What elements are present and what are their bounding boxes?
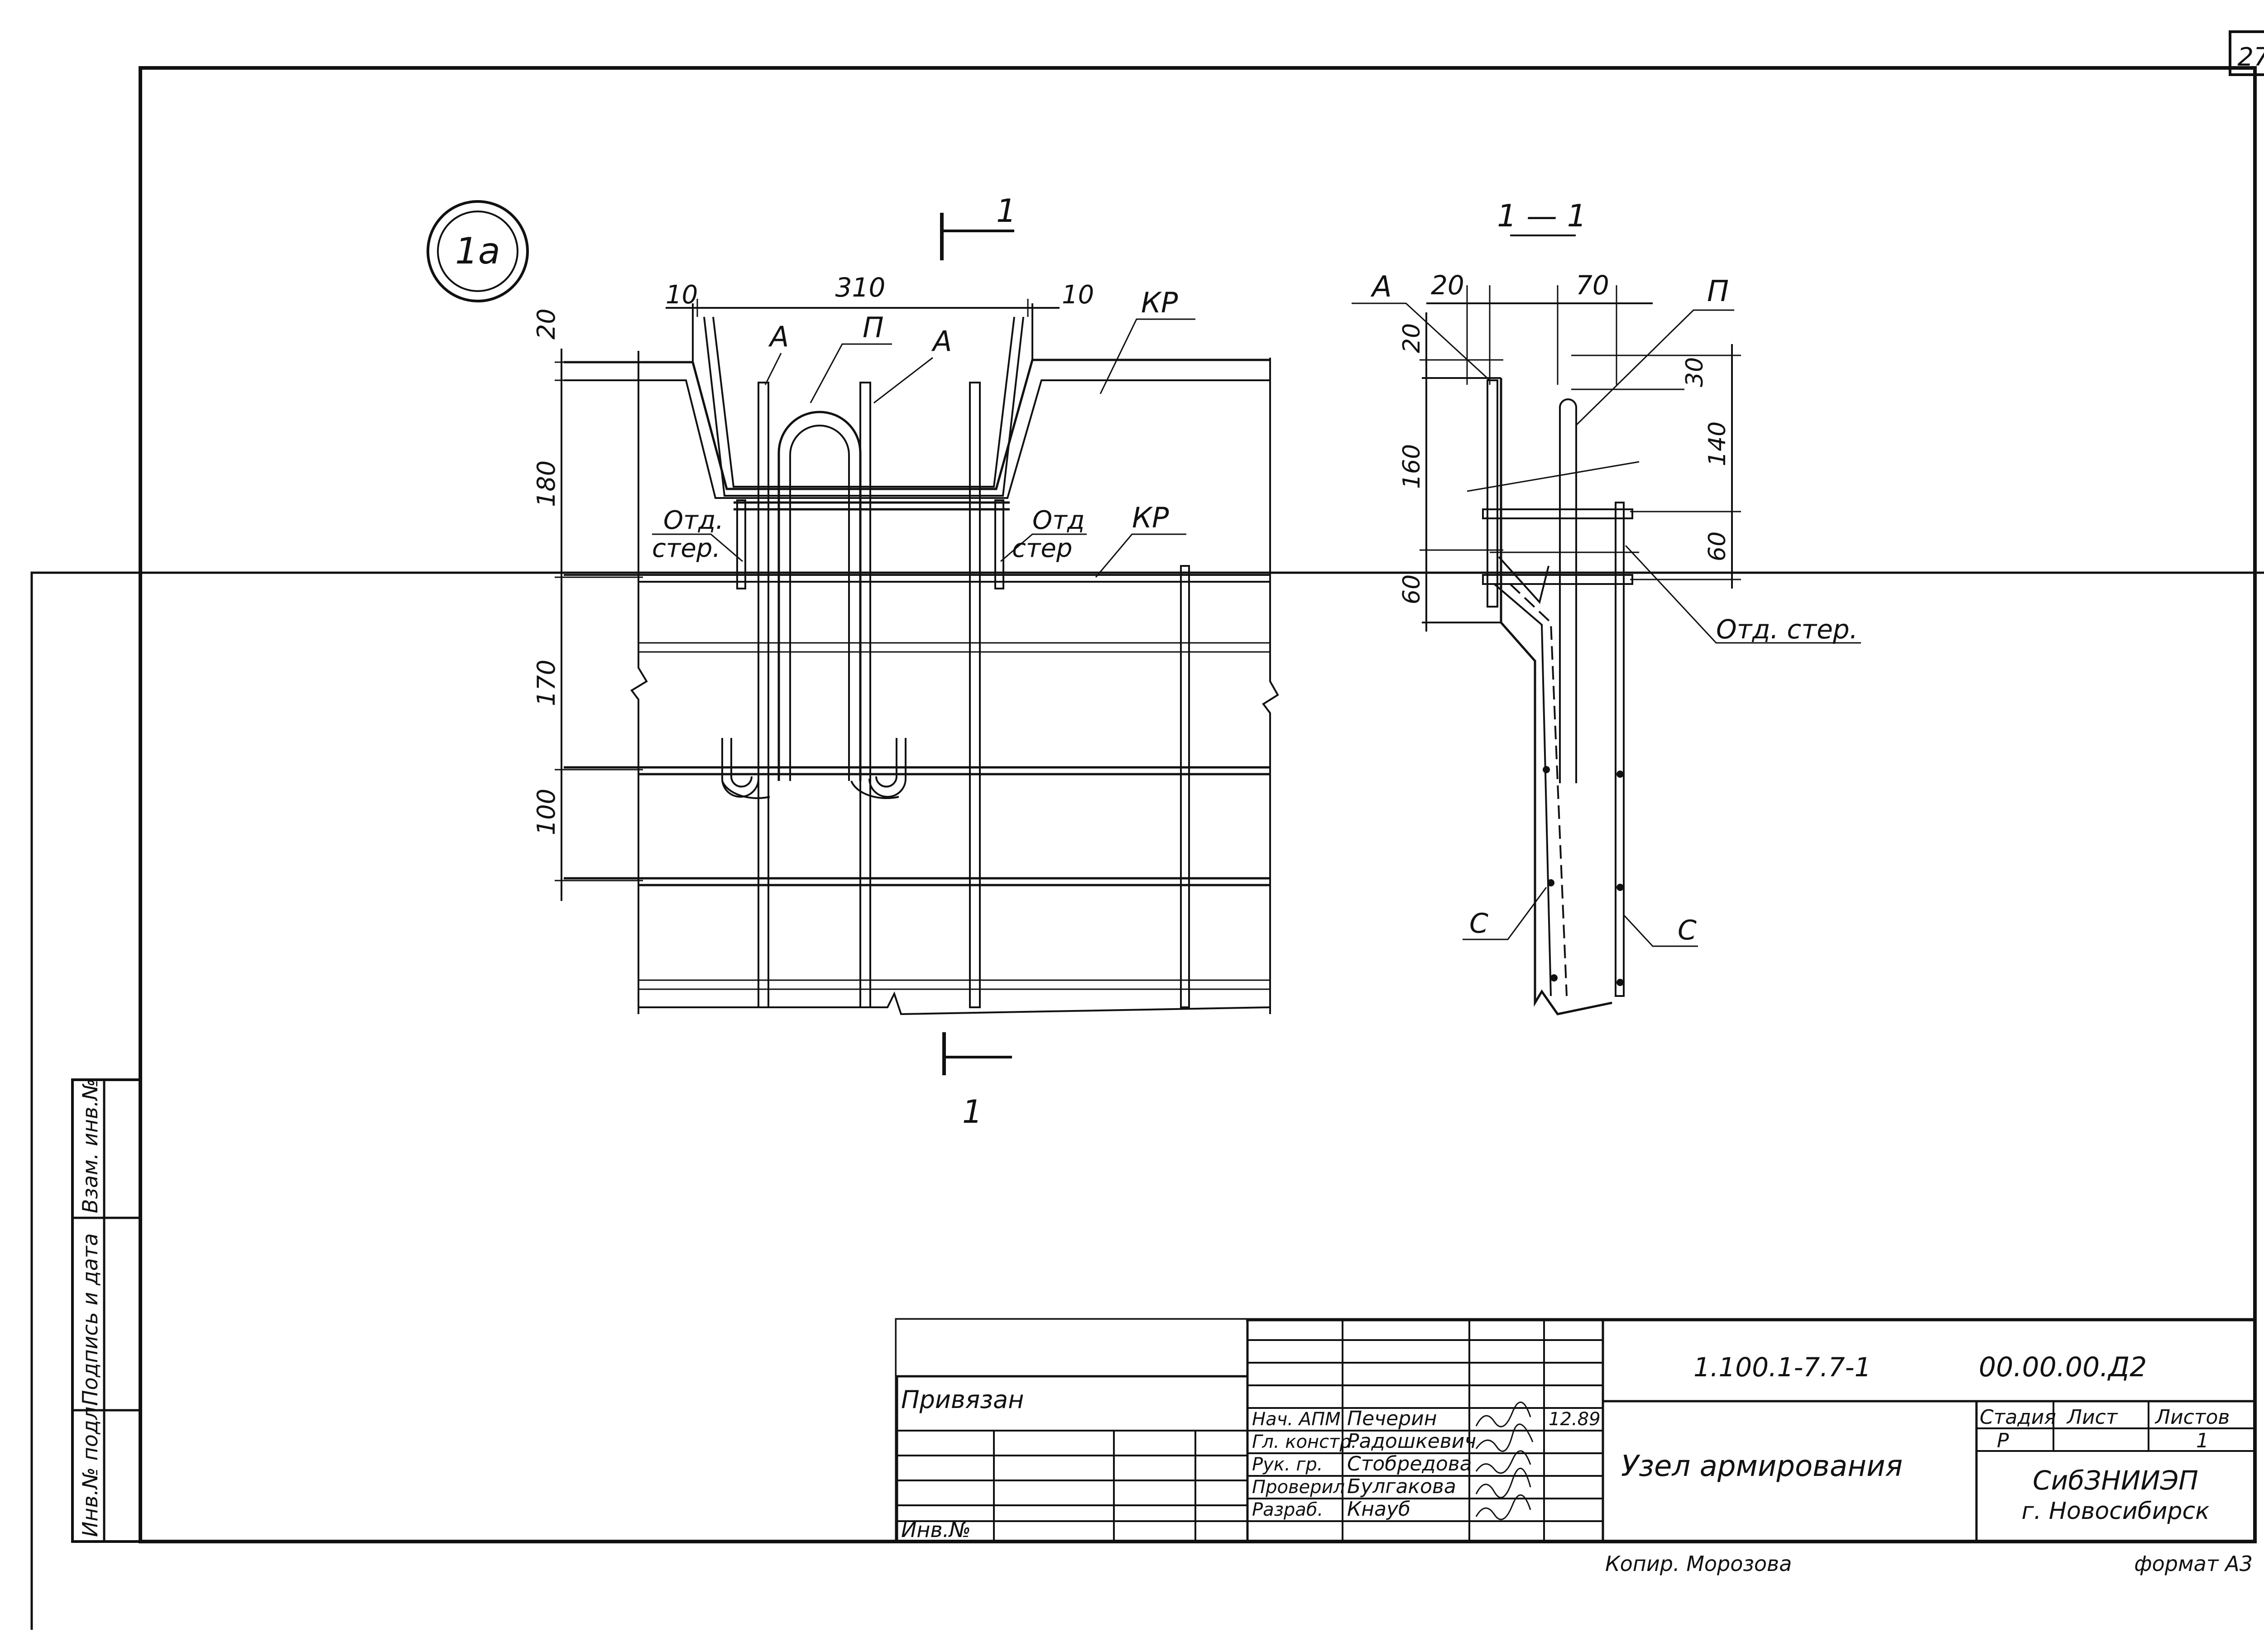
drawing-title: Узел армирования (1621, 1450, 1903, 1483)
section-mark-top: 1 (940, 192, 1017, 260)
name-1: Радошкевич (1347, 1430, 1476, 1453)
front-dim-top-right: 10 (1062, 280, 1094, 310)
name-3: Булгакова (1347, 1475, 1456, 1498)
section-dim-right-60: 60 (1704, 532, 1731, 561)
copied-by: Копир. Морозова (1605, 1551, 1792, 1576)
section-loop-p (1559, 398, 1577, 783)
sheet-number-box (2229, 30, 2264, 76)
label-otd-right-1: Отд (1032, 506, 1084, 535)
horizontal-mesh-bars (564, 574, 1270, 990)
section-bar-c-right (1615, 502, 1625, 997)
label-otd-right-2: стер (1012, 534, 1072, 563)
front-right-break-line (1262, 358, 1279, 1014)
spacer-left (736, 499, 746, 589)
section-mark-top-label: 1 (996, 192, 1017, 230)
doc-code: 1.100.1-7.7-1 (1693, 1352, 1871, 1383)
front-labels: А П А КР Отд. стер. Отд стер КР (652, 286, 1195, 578)
name-4: Кнауб (1347, 1498, 1410, 1521)
org-name: СибЗНИИЭП (2033, 1465, 2198, 1496)
section-bar-a (1487, 379, 1498, 608)
name-2: Стобредова (1347, 1452, 1472, 1475)
section-title: 1 — 1 (1497, 198, 1587, 234)
section-spacer-bottom (1482, 574, 1633, 585)
front-dim-left-100: 100 (532, 789, 561, 835)
sheets-value: 1 (2196, 1429, 2209, 1452)
role-3: Проверил (1252, 1477, 1345, 1498)
role-4: Разраб. (1252, 1499, 1323, 1520)
title-block: Привязан Инв.№ Нач. АПМ Печерин 12.89 Гл… (895, 1318, 2257, 1543)
outer-trim-line (30, 571, 2264, 1630)
stage-header: Стадия (1980, 1406, 2056, 1429)
front-left-dimensions: 20 180 170 100 (532, 308, 643, 901)
label-a-left: А (768, 320, 789, 353)
label-kr-top: КР (1141, 286, 1178, 319)
signature-marks (1475, 1402, 1534, 1520)
sheets-header: Листов (2154, 1406, 2230, 1429)
section-dim-left-60: 60 (1398, 575, 1425, 604)
sheet-number: 27 (2237, 43, 2264, 72)
section-dim-left-160: 160 (1398, 444, 1425, 489)
front-top-dimensions: 10 310 10 (666, 272, 1094, 317)
sheet-header: Лист (2066, 1406, 2118, 1429)
org-city: г. Новосибирск (2021, 1498, 2210, 1525)
section-left-outline (1500, 378, 1612, 1015)
front-left-break-line (630, 351, 648, 1014)
detail-mark: 1а (427, 200, 529, 302)
vertical-bars (758, 382, 1190, 1008)
spacer-right (994, 499, 1004, 589)
front-dim-top-left: 10 (666, 280, 698, 310)
front-dim-left-180: 180 (532, 460, 561, 507)
section-dim-top-70: 70 (1576, 270, 1609, 301)
label-otd-left-2: стер. (652, 534, 720, 563)
side-stamp-vzam-inv: Взам. инв.№ (78, 1078, 102, 1213)
section-label-p: П (1707, 275, 1729, 308)
section-label-c-right: С (1678, 915, 1697, 946)
people-rows: Нач. АПМ Печерин 12.89 Гл. констр. Радош… (1252, 1407, 1601, 1521)
date-0: 12.89 (1549, 1409, 1601, 1430)
front-view: 10 310 10 20 180 170 100 А П А КР (532, 272, 1279, 1015)
label-otd-left-1: Отд. (663, 506, 724, 535)
loop-p-outer (777, 411, 862, 781)
front-dim-left-20: 20 (532, 308, 561, 340)
front-dim-top-center: 310 (835, 272, 886, 303)
label-p: П (863, 311, 884, 344)
inv-no-label: Инв.№ (901, 1518, 971, 1542)
section-label-a: А (1370, 270, 1392, 304)
side-stamp-inv-podl: Инв.№ подл. (78, 1400, 102, 1537)
section-dim-left-20: 20 (1398, 323, 1425, 353)
role-2: Рук. гр. (1252, 1454, 1323, 1475)
section-dim-right-30: 30 (1681, 357, 1708, 387)
sheet-code: 00.00.00.Д2 (1979, 1351, 2147, 1383)
role-1: Гл. констр. (1252, 1432, 1357, 1452)
detail-mark-label: 1а (455, 230, 500, 272)
section-label-otd: Отд. стер. (1716, 614, 1858, 645)
label-kr-mid: КР (1132, 501, 1169, 534)
role-0: Нач. АПМ (1252, 1409, 1341, 1430)
section-spacer-top (1482, 508, 1633, 519)
label-a-right: А (931, 325, 952, 358)
front-top-outline (564, 359, 1270, 490)
front-bottom-break-line (638, 991, 1271, 1015)
section-mark-bottom-label: 1 (962, 1093, 983, 1130)
section-dim-top-20: 20 (1431, 270, 1464, 301)
side-stamp: Инв.№ подл. Подпись и дата Взам. инв.№ (71, 1078, 142, 1543)
section-view: 1 — 1 20 70 (1352, 198, 1861, 1015)
privyazan-label: Привязан (901, 1385, 1024, 1414)
side-stamp-frame (71, 1078, 142, 1543)
format-label: формат А3 (2134, 1551, 2253, 1576)
name-0: Печерин (1347, 1407, 1437, 1430)
front-dim-left-170: 170 (532, 660, 561, 706)
stage-value: Р (1997, 1429, 2009, 1452)
loop-p-inner (789, 425, 850, 781)
section-dim-right-140: 140 (1704, 421, 1731, 466)
side-stamp-signature-date: Подпись и дата (78, 1233, 102, 1406)
section-mark-bottom: 1 (942, 1032, 1012, 1130)
section-label-c-left: С (1469, 908, 1488, 939)
sheet-frames: 27 (30, 30, 2264, 1630)
